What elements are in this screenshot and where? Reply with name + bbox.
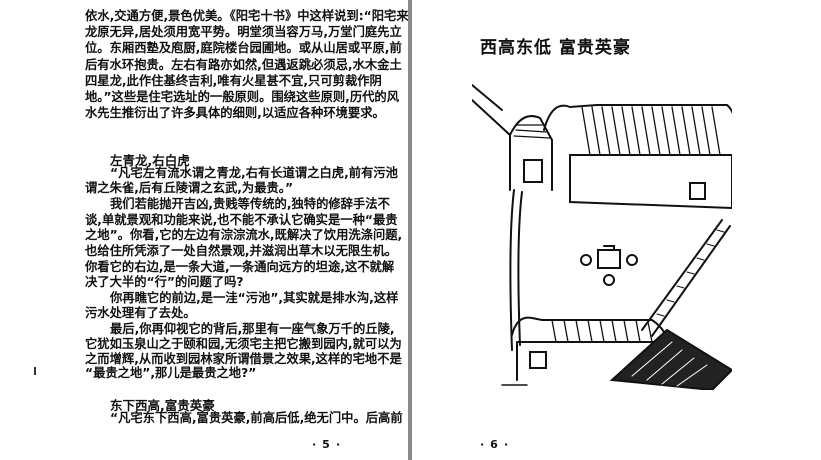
text-line: 你看它的右边,是一条大道,一条通向远方的坦途,这不就解 (85, 260, 395, 274)
text-line: 它犹如玉泉山之于颐和园,无须宅主把它搬到园内,就可以为 (85, 337, 402, 351)
left-page: 依水,交通方便,景色优美。《阳宅十书》中这样说到:“阳宅来 龙原无异,居处须用宽… (0, 0, 409, 460)
page-number: ·5· (312, 438, 347, 451)
text-line: 决了大半的“行”的问题了吗? (85, 275, 244, 289)
text-line: 谈,单就景观和功能来说,也不能不承认它确实是一种“最贵 (85, 213, 398, 227)
text-line: 后有水环抱贵。左右有路亦如然,但遇返跳必须忌,水木金土 (85, 58, 402, 72)
section-heading: 东下西高,富贵英豪 (110, 398, 215, 413)
text-line: 位。东厢西塾及庖厨,庭院楼台园圃地。或从山居或平原,前 (85, 41, 402, 55)
page-number: ·6· (480, 438, 515, 451)
text-line: 依水,交通方便,景色优美。《阳宅十书》中这样说到:“阳宅来 (85, 9, 409, 23)
text-line: 污水处理有了去处。 (85, 306, 196, 320)
right-page: 西高东低 富贵英豪 ·6· (412, 0, 821, 460)
text-line: 水先生推衍出了许多具体的细则,以适应各种环境要求。 (85, 106, 385, 120)
text-line: 你再瞧它的前边,是一洼“污池”,其实就是排水沟,这样 (110, 291, 399, 305)
text-line: “凡宅东下西高,富贵英豪,前高后低,绝无门中。后高前 (110, 411, 403, 425)
text-line: 地。”这些是住宅选址的一般原则。围绕这些原则,历代的风 (85, 90, 400, 104)
text-line: 也给住所凭添了一处自然景观,并滋润出草木以无限生机。 (85, 244, 398, 258)
text-line: “最贵之地”,那儿是最贵之地?” (85, 366, 257, 380)
scan-speck (34, 367, 36, 375)
page-divider (408, 0, 412, 460)
text-line: 最后,你再仰视它的背后,那里有一座气象万千的丘陵, (110, 322, 395, 336)
text-line: 之而增辉,从而收到园林家所谓借景之效果,这样的宅地不是 (85, 352, 402, 366)
house-illustration (472, 84, 732, 390)
text-line: 谓之朱雀,后有丘陵谓之玄武,为最贵。” (85, 181, 294, 195)
text-line: 四星龙,此作住基终吉利,唯有火星甚不宜,只可剪裁作阴 (85, 74, 382, 88)
text-line: 之地”。你看,它的左边有淙淙流水,既解决了饮用洗涤问题, (85, 228, 403, 242)
section-heading: 左青龙,右白虎 (110, 153, 190, 168)
text-line: “凡宅左有流水谓之青龙,右有长道谓之白虎,前有污池 (110, 166, 398, 180)
illustration-title: 西高东低 富贵英豪 (480, 38, 631, 58)
text-line: 龙原无异,居处须用宽平势。明堂须当容万马,万堂门庭先立 (85, 25, 402, 39)
text-line: 我们若能抛开吉凶,贵贱等传统的,独特的修辞手法不 (110, 197, 390, 211)
